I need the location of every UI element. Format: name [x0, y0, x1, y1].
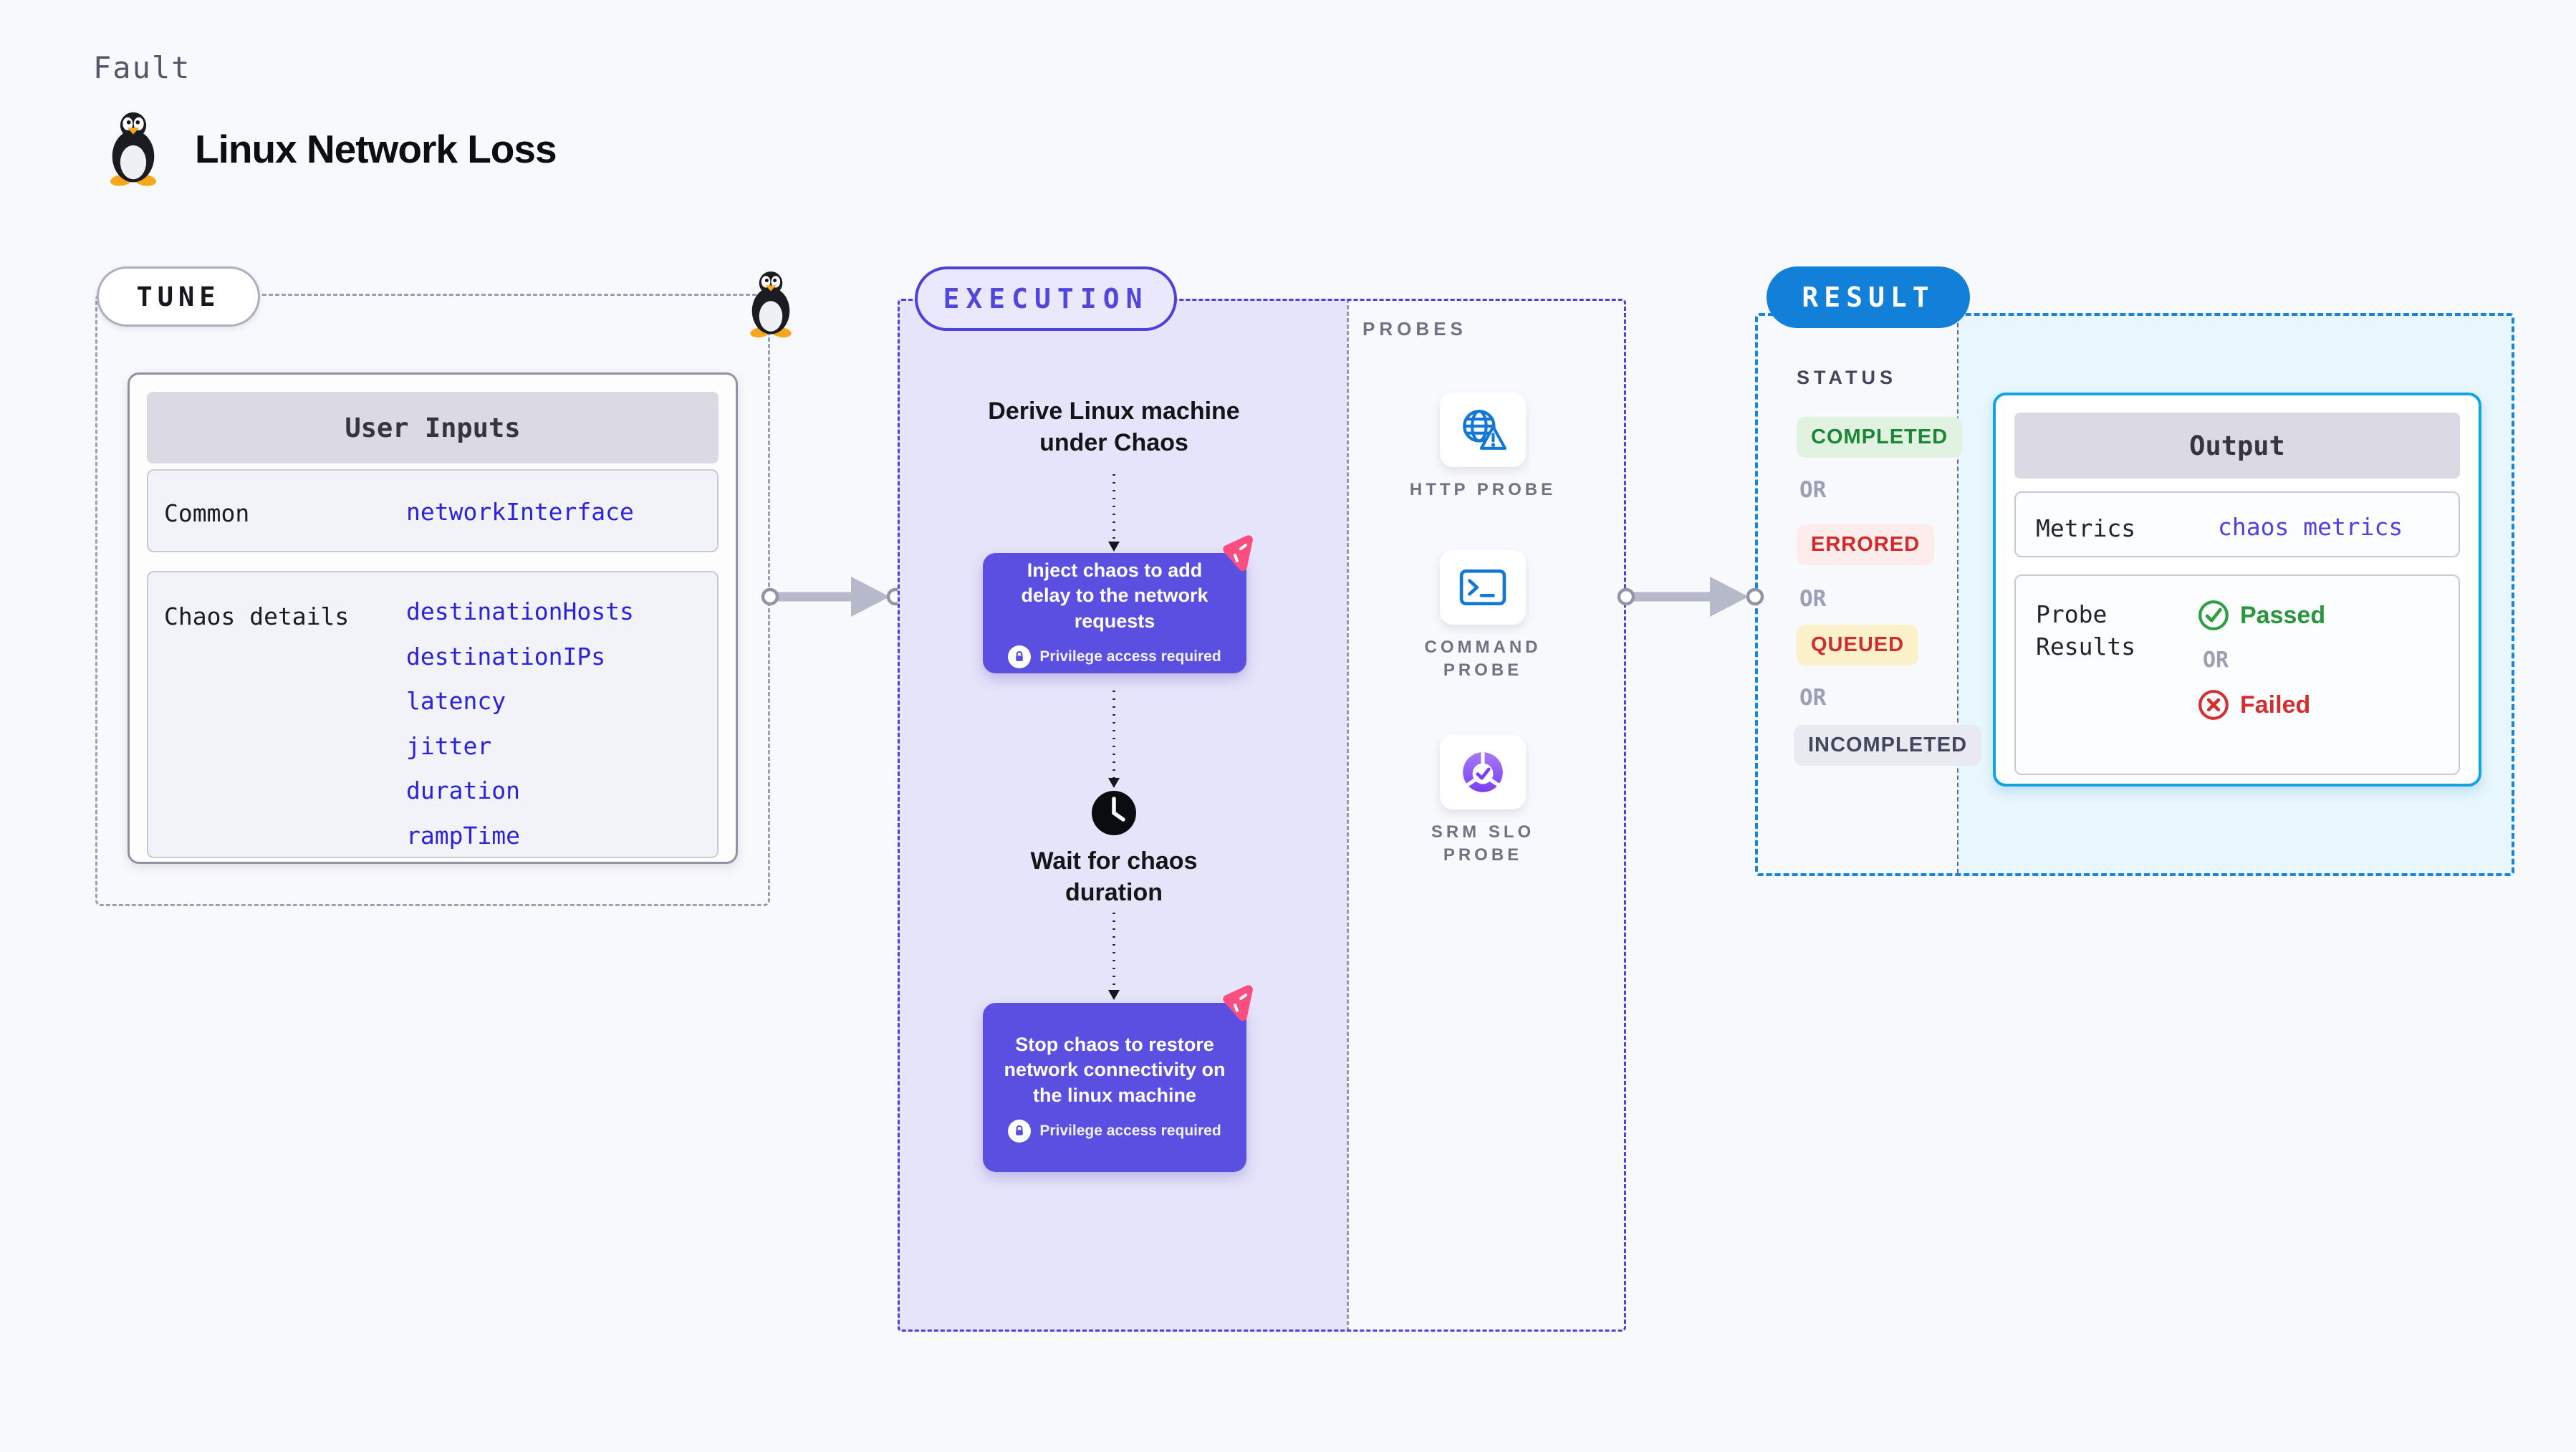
globe-alert-icon: [1463, 410, 1506, 450]
chaos-details-label: Chaos details: [164, 602, 350, 630]
execution-section-outline: [898, 299, 1626, 1332]
x-circle-icon: [2198, 690, 2229, 720]
failed-verdict: Failed: [2197, 688, 2325, 721]
tux-penguin-small-icon: [742, 269, 799, 338]
srm-slo-probe-label: SRM SLO PROBE: [1431, 822, 1535, 865]
privilege-note-row: Privilege access required: [1008, 1120, 1221, 1143]
http-probe-card: [1440, 393, 1526, 467]
command-probe-label: COMMAND PROBE: [1424, 638, 1542, 681]
result-section-pill: RESULT: [1767, 266, 1970, 328]
execution-to-result-arrow: [1617, 577, 1764, 617]
chaos-details-row: Chaos details destinationHosts destinati…: [147, 571, 719, 858]
user-inputs-title: User Inputs: [147, 392, 719, 463]
tux-penguin-icon: [100, 110, 166, 186]
privilege-note-row: Privilege access required: [1008, 645, 1221, 669]
chaos-fault-icon: [1218, 534, 1261, 577]
clock-icon: [1092, 791, 1136, 835]
privilege-note-text: Privilege access required: [1039, 1122, 1221, 1140]
chaos-detail-value: duration: [406, 777, 520, 804]
lock-icon: [1008, 1120, 1032, 1143]
chaos-detail-value: destinationIPs: [406, 642, 606, 670]
passed-verdict: Passed: [2197, 599, 2325, 632]
chaos-fault-icon: [1218, 984, 1261, 1027]
srm-slo-probe-card: [1440, 735, 1526, 809]
probes-heading: PROBES: [1363, 318, 1467, 340]
probe-results-values: Passed OR Failed: [2197, 599, 2325, 721]
or-separator: OR: [1799, 477, 1827, 503]
chaos-detail-value: rampTime: [406, 821, 520, 850]
chaos-detail-value: latency: [406, 687, 506, 715]
or-separator: OR: [2203, 648, 2229, 673]
failed-label: Failed: [2240, 691, 2311, 718]
common-row-label: Common: [164, 499, 250, 527]
tune-to-execution-arrow: [761, 577, 905, 617]
probes-panel: [1347, 299, 1626, 1332]
status-heading: STATUS: [1797, 367, 1897, 388]
metrics-label: Metrics: [2036, 514, 2136, 542]
metrics-value: chaos metrics: [2218, 513, 2403, 541]
derive-step-text: Derive Linux machine under Chaos: [988, 398, 1240, 457]
probe-results-label: Probe Results: [2036, 600, 2136, 660]
check-circle-icon: [2198, 600, 2229, 630]
stop-chaos-card: Stop chaos to restore network connectivi…: [983, 1003, 1246, 1172]
common-row-value: networkInterface: [406, 498, 634, 526]
chaos-details-values: destinationHosts destinationIPs latency …: [406, 590, 634, 858]
common-inputs-row: Common networkInterface: [147, 469, 719, 552]
or-separator: OR: [1799, 685, 1827, 711]
command-probe-card: [1440, 550, 1526, 625]
status-badge-incompleted: INCOMPLETED: [1794, 725, 1982, 766]
lock-icon: [1008, 645, 1032, 669]
terminal-icon: [1459, 569, 1506, 606]
page-title: Linux Network Loss: [195, 127, 557, 171]
status-badge-completed: COMPLETED: [1797, 417, 1963, 458]
execution-section-pill: EXECUTION: [915, 266, 1177, 331]
tune-section-pill: TUNE: [97, 266, 260, 327]
wait-step-text: Wait for chaos duration: [1030, 847, 1198, 907]
status-badge-errored: ERRORED: [1797, 524, 1935, 565]
chaos-detail-value: destinationHosts: [406, 597, 634, 625]
status-badge-queued: QUEUED: [1797, 625, 1919, 665]
privilege-note-text: Privilege access required: [1039, 648, 1221, 665]
or-separator: OR: [1799, 586, 1827, 612]
fault-type-label: Fault: [93, 50, 191, 85]
passed-label: Passed: [2240, 601, 2326, 629]
output-card-title: Output: [2014, 413, 2460, 479]
output-card: Output Metrics chaos metrics Probe Resul…: [1993, 393, 2481, 787]
probe-results-row: Probe Results Passed OR Faile: [2014, 574, 2460, 775]
inject-chaos-text: Inject chaos to add delay to the network…: [1021, 559, 1208, 632]
stop-chaos-text: Stop chaos to restore network connectivi…: [1004, 1033, 1226, 1106]
flow-arrow-down: [1108, 691, 1120, 788]
flow-arrow-down: [1108, 913, 1120, 1000]
chaos-detail-value: jitter: [406, 731, 492, 760]
inject-chaos-card: Inject chaos to add delay to the network…: [983, 553, 1246, 673]
user-inputs-card: User Inputs Common networkInterface Chao…: [128, 372, 738, 864]
slo-pie-check-icon: [1463, 752, 1503, 792]
flow-arrow-down: [1108, 474, 1120, 552]
metrics-row: Metrics chaos metrics: [2014, 491, 2460, 557]
http-probe-label: HTTP PROBE: [1409, 480, 1557, 499]
